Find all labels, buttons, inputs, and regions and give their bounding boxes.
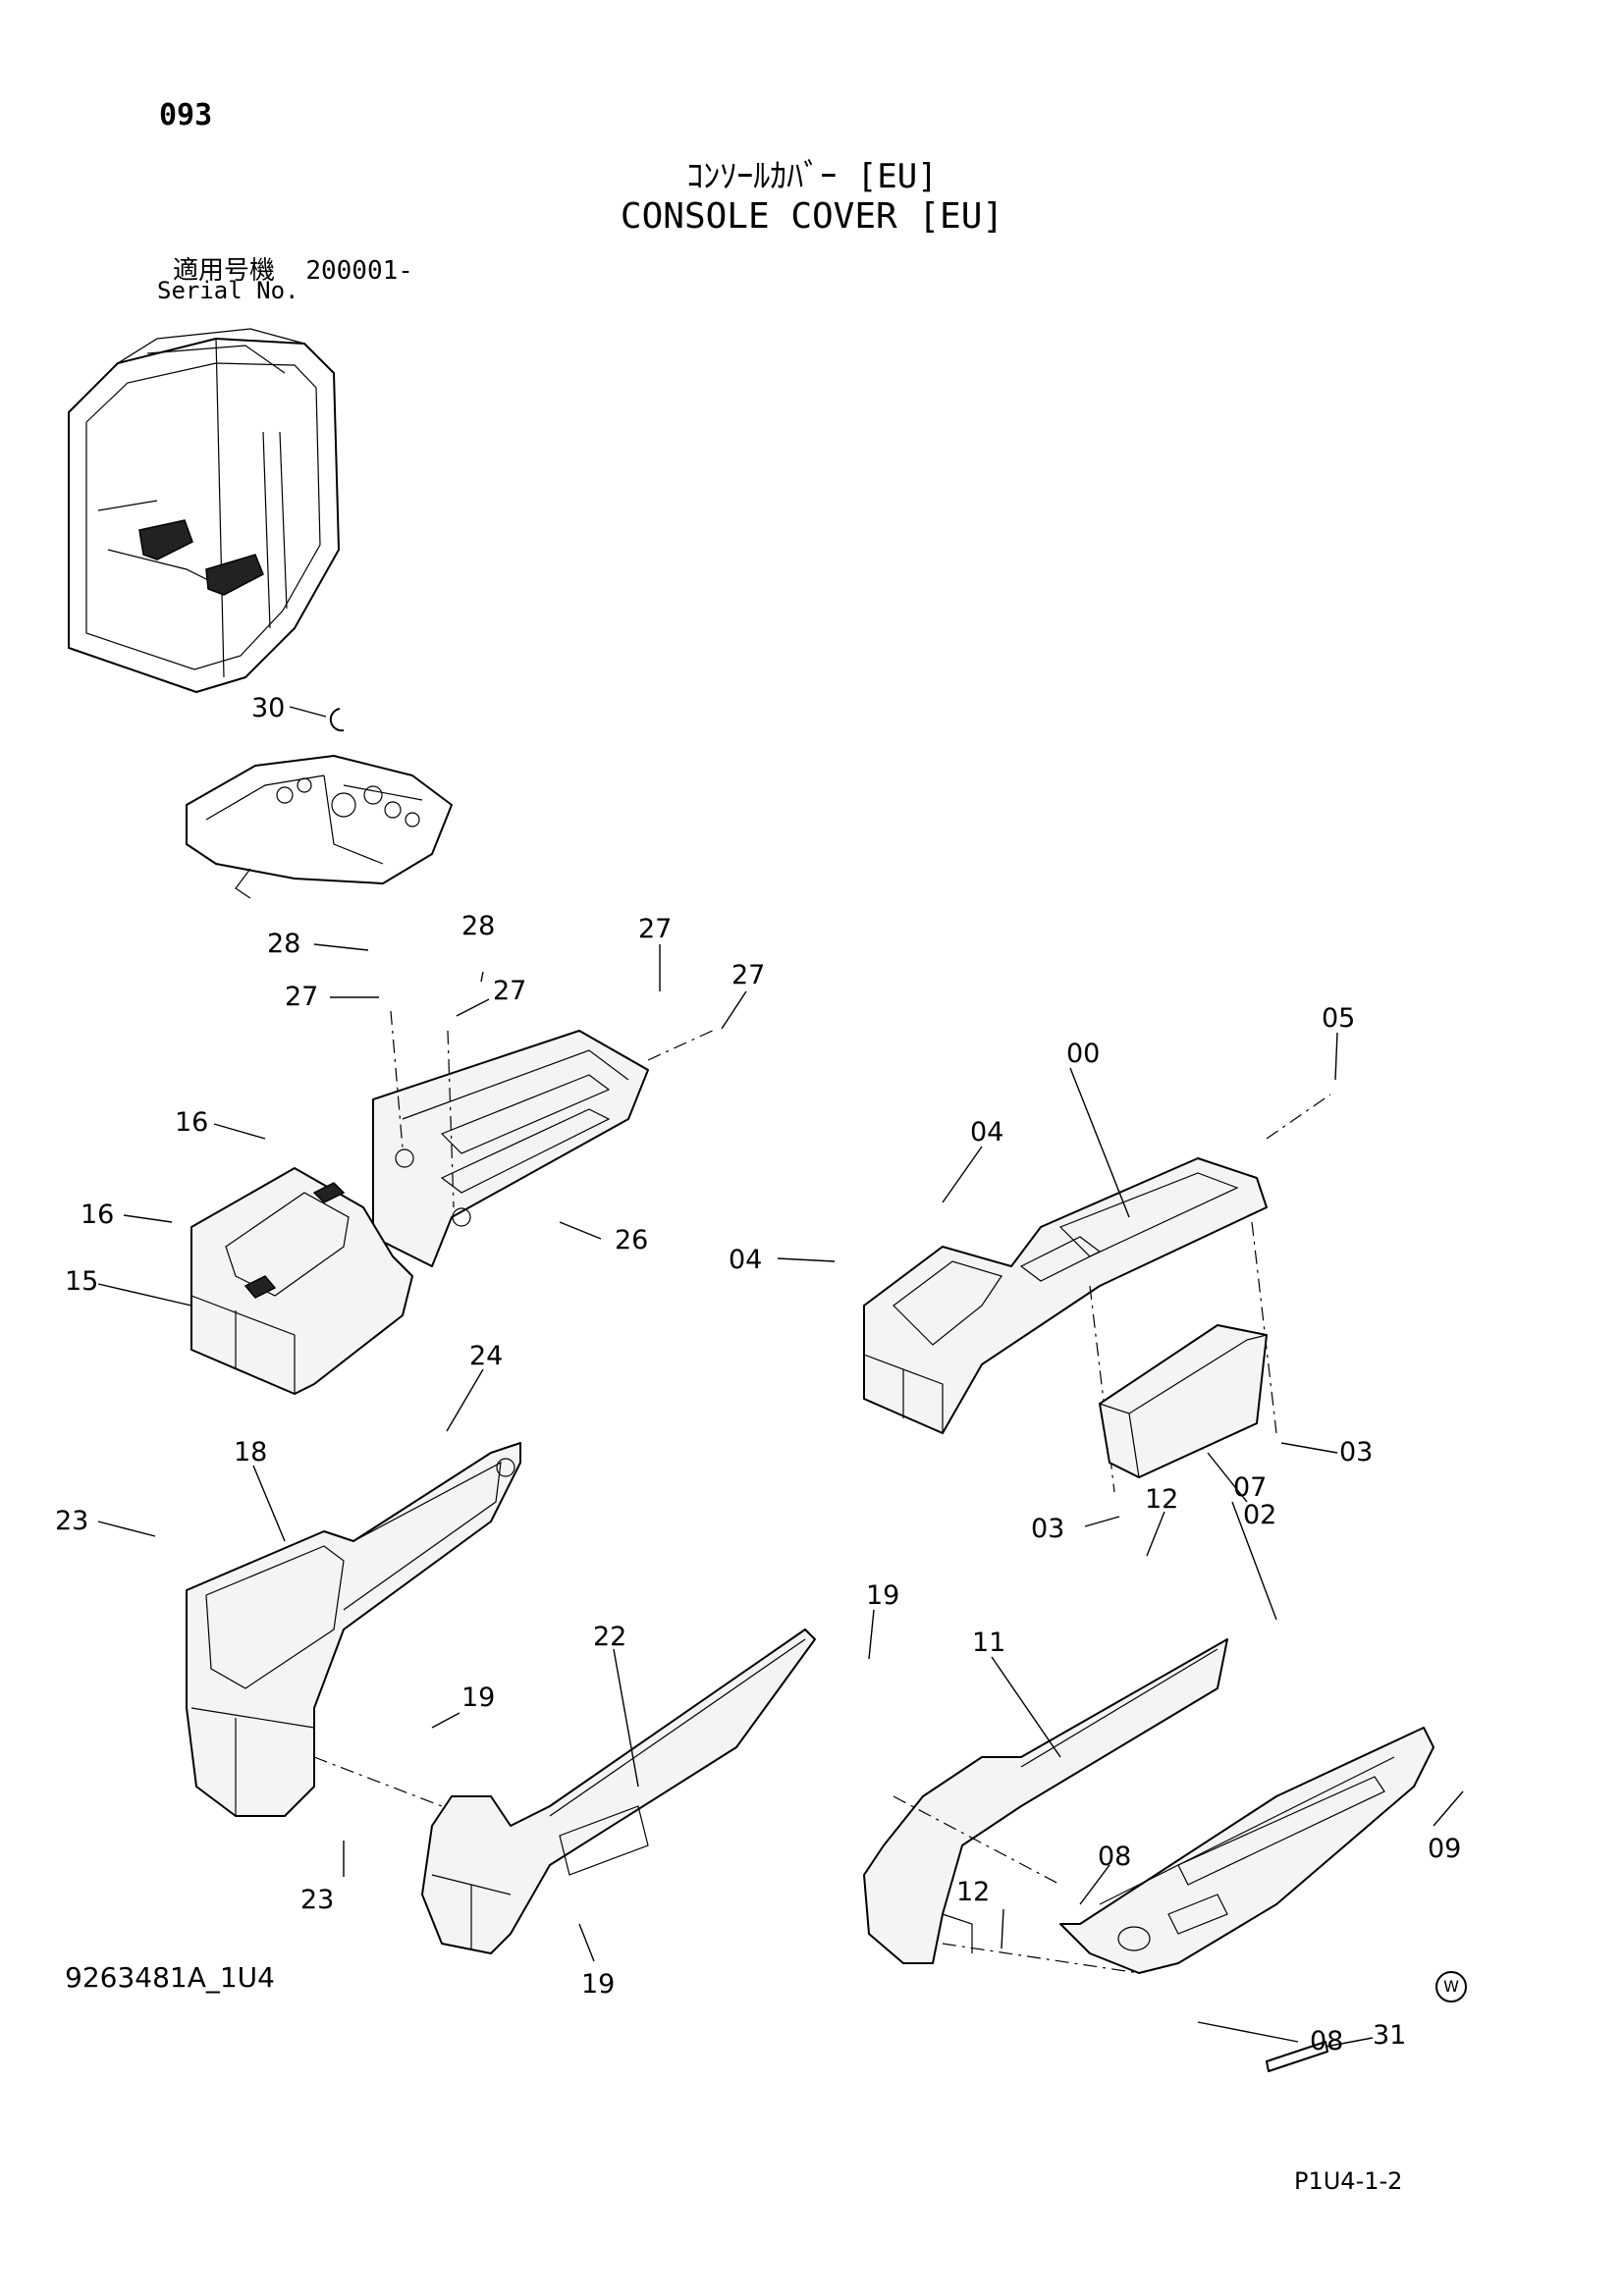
callout-27-left: 27	[285, 982, 318, 1012]
circle-w-mark: W	[1435, 1971, 1467, 2002]
callout-26: 26	[615, 1225, 648, 1255]
part-00-illustration	[863, 1094, 1331, 1493]
callout-12-lower: 12	[956, 1877, 990, 1907]
leader-lines	[97, 706, 1464, 2048]
callout-03-left: 03	[1031, 1514, 1064, 1544]
serial-label-jp: 適用号機	[173, 256, 276, 286]
callout-27-right: 27	[731, 960, 765, 990]
cab-overview-illustration	[68, 328, 340, 693]
callout-24: 24	[469, 1341, 503, 1371]
serial-label-japanese: 適用号機 200001-	[173, 250, 413, 287]
console-assembly-illustration	[186, 708, 453, 899]
part-26-illustration	[372, 1010, 718, 1267]
callout-04-upper: 04	[970, 1117, 1003, 1148]
title-japanese: ｺﾝｿｰﾙｶﾊﾞｰ [EU]	[686, 157, 938, 196]
callout-16-lower: 16	[81, 1200, 114, 1230]
drawing-number: 9263481A_1U4	[65, 1961, 275, 1994]
part-02-illustration	[1099, 1324, 1268, 1478]
callout-28-top: 28	[461, 911, 495, 941]
callout-23-lower: 23	[300, 1885, 334, 1915]
callout-03-right: 03	[1339, 1437, 1373, 1468]
serial-value: 200001-	[305, 256, 413, 286]
callout-31: 31	[1373, 2020, 1406, 2051]
part-22-illustration	[313, 1629, 816, 1954]
callout-30: 30	[251, 693, 285, 723]
callout-05: 05	[1322, 1003, 1355, 1034]
part-11-07-illustration	[863, 1638, 1435, 2072]
callout-08-upper: 08	[1098, 1842, 1131, 1872]
page-number: 093	[159, 98, 213, 133]
callout-02: 02	[1243, 1500, 1276, 1530]
page-reference: P1U4-1-2	[1294, 2167, 1403, 2195]
callout-23-upper: 23	[55, 1506, 88, 1536]
callout-18: 18	[234, 1437, 267, 1468]
callout-28-left: 28	[267, 929, 300, 959]
callout-09: 09	[1428, 1834, 1461, 1864]
callout-22: 22	[593, 1622, 626, 1652]
title-english: CONSOLE COVER [EU]	[620, 196, 1004, 237]
callout-19-right: 19	[866, 1580, 899, 1611]
callout-15: 15	[65, 1266, 98, 1297]
callout-16-upper: 16	[175, 1107, 208, 1138]
serial-label-english: Serial No.	[157, 277, 299, 304]
part-18-illustration	[186, 1442, 521, 1817]
callout-11: 11	[972, 1628, 1005, 1658]
callout-19-mid: 19	[461, 1682, 495, 1713]
callout-00: 00	[1066, 1039, 1100, 1069]
callout-12-upper: 12	[1145, 1484, 1178, 1515]
callout-27-top: 27	[638, 914, 672, 944]
callout-07: 07	[1233, 1472, 1267, 1503]
callout-08-lower: 08	[1310, 2026, 1343, 2056]
callout-27-mid: 27	[493, 976, 526, 1006]
callout-19-bottom: 19	[581, 1969, 615, 2000]
part-15-illustration	[190, 1167, 413, 1395]
callout-04-lower: 04	[729, 1245, 762, 1275]
